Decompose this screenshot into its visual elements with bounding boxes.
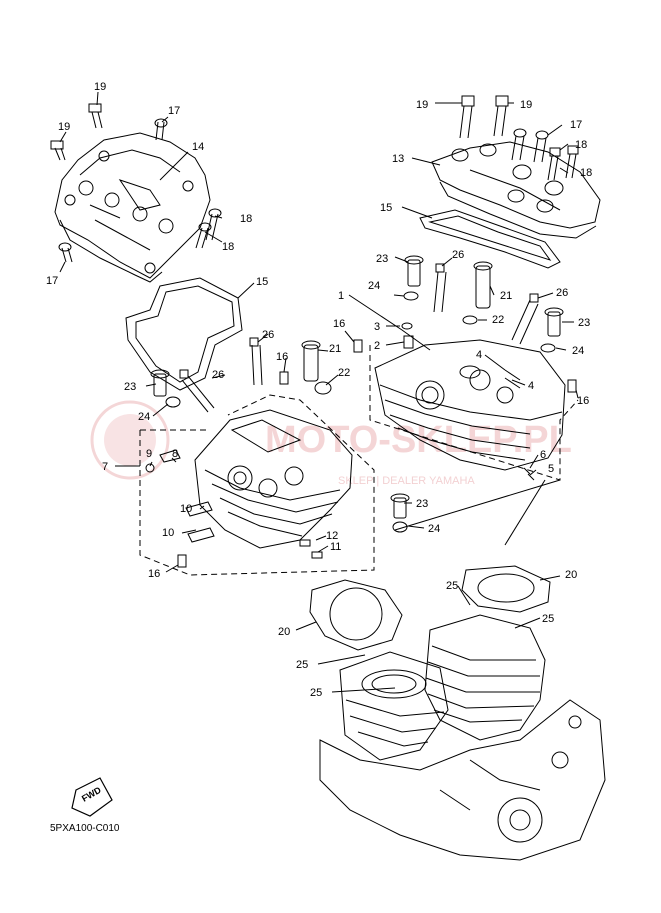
callout-13: 13 [392, 153, 404, 165]
callout-22: 22 [338, 367, 350, 379]
watermark-text: MOTO-SKLEP.PL [265, 419, 572, 461]
callout-20: 20 [278, 626, 290, 638]
callout-21: 21 [500, 290, 512, 302]
callout-1: 1 [338, 290, 344, 302]
callout-19: 19 [416, 99, 428, 111]
callout-4: 4 [476, 349, 482, 361]
callout-19: 19 [58, 121, 70, 133]
head-gasket-rear [309, 579, 403, 651]
callout-20: 20 [565, 569, 577, 581]
pipes-and-washers [150, 255, 564, 533]
callout-24: 24 [368, 280, 380, 292]
callout-16: 16 [276, 351, 288, 363]
callout-22: 22 [492, 314, 504, 326]
callout-9: 9 [146, 448, 152, 460]
fwd-arrow-icon: FWD [71, 777, 113, 817]
callout-7: 7 [102, 461, 108, 473]
callout-25: 25 [446, 580, 458, 592]
callout-19: 19 [520, 99, 532, 111]
callout-23: 23 [578, 317, 590, 329]
callout-5: 5 [548, 463, 554, 475]
callout-26: 26 [452, 249, 464, 261]
small-parts [145, 322, 577, 568]
diagram-code: 5PXA100-C010 [50, 823, 120, 834]
spark-plugs [179, 263, 539, 413]
callout-23: 23 [416, 498, 428, 510]
rear-cylinder-head [194, 409, 353, 549]
callout-labels: 19 17 19 14 18 18 17 19 19 17 13 18 18 1… [46, 81, 592, 699]
head-gasket-front [461, 565, 551, 613]
callout-19: 19 [94, 81, 106, 93]
callout-26: 26 [262, 329, 274, 341]
callout-25: 25 [310, 687, 322, 699]
callout-18: 18 [580, 167, 592, 179]
callout-21: 21 [329, 343, 341, 355]
leader-lines [59, 91, 579, 693]
callout-17: 17 [46, 275, 58, 287]
rear-head-cover [54, 132, 211, 283]
callout-16: 16 [333, 318, 345, 330]
gasket-15-left [125, 277, 243, 391]
callout-23: 23 [124, 381, 136, 393]
callout-24: 24 [572, 345, 584, 357]
callout-26: 26 [556, 287, 568, 299]
callout-17: 17 [168, 105, 180, 117]
bolts-upper-right [459, 95, 579, 181]
callout-23: 23 [376, 253, 388, 265]
callout-15: 15 [256, 276, 268, 288]
front-head-cover [431, 141, 601, 239]
callout-8: 8 [172, 448, 178, 460]
callout-18: 18 [222, 241, 234, 253]
front-cylinder-head [374, 339, 566, 471]
bolts-upper-left [50, 103, 222, 263]
drawing-linework [50, 91, 606, 861]
callout-10: 10 [180, 503, 192, 515]
callout-24: 24 [428, 523, 440, 535]
callout-16: 16 [577, 395, 589, 407]
callout-10: 10 [162, 527, 174, 539]
callout-26: 26 [212, 369, 224, 381]
callout-18: 18 [240, 213, 252, 225]
callout-6: 6 [540, 449, 546, 461]
callout-25: 25 [296, 659, 308, 671]
callout-17: 17 [570, 119, 582, 131]
callout-2: 2 [374, 340, 380, 352]
engine-block [319, 614, 606, 861]
callout-11: 11 [330, 541, 341, 553]
callout-16: 16 [148, 568, 160, 580]
callout-12: 12 [326, 530, 338, 542]
callout-14: 14 [192, 141, 204, 153]
watermark-subtext: SKLEP | DEALER YAMAHA [338, 475, 475, 487]
callout-24: 24 [138, 411, 150, 423]
callout-25: 25 [542, 613, 554, 625]
gasket-15-right [419, 209, 561, 269]
watermark: MOTO-SKLEP.PL SKLEP | DEALER YAMAHA [90, 400, 572, 487]
callout-4: 4 [528, 380, 534, 392]
callout-18: 18 [575, 139, 587, 151]
callout-15: 15 [380, 202, 392, 214]
callout-3: 3 [374, 321, 380, 333]
